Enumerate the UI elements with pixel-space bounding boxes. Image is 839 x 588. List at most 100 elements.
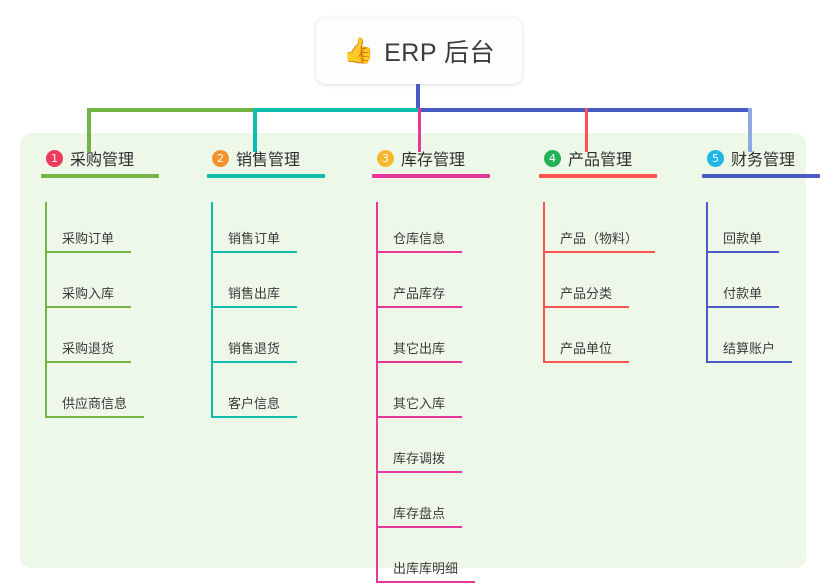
branch-item[interactable]: 库存调拨 [359,422,465,477]
branch-number-badge: 4 [544,149,561,167]
branch-item[interactable]: 产品库存 [359,257,465,312]
branch-item-label: 销售退货 [228,341,281,356]
branch-items: 仓库信息产品库存其它出库其它入库库存调拨库存盘点出库库明细 [359,202,475,587]
branch-item[interactable]: 供应商信息 [28,367,144,422]
branch-item[interactable]: 回款单 [689,202,795,257]
branch-item-label: 销售出库 [228,286,281,301]
branch-column-4: 4 产品管理产品（物料） 产品分类产品单位 [526,146,657,367]
branch-item[interactable]: 销售订单 [194,202,300,257]
branch-item-label: 付款单 [723,286,763,301]
bar-segment-green [87,108,253,112]
branch-item-label: 结算账户 [723,341,776,356]
branch-item[interactable]: 其它入库 [359,367,465,422]
branch-header-1[interactable]: 1 采购管理 [28,146,159,178]
branch-item-rule [211,416,297,418]
branch-item[interactable]: 仓库信息 [359,202,465,257]
branch-column-2: 2 销售管理销售订单销售出库销售退货客户信息 [194,146,325,422]
branch-item-label: 其它出库 [393,341,446,356]
branch-drop-3 [418,108,421,152]
branch-item[interactable]: 销售退货 [194,312,300,367]
branch-drop-2 [253,108,257,152]
branch-title: 产品管理 [568,152,633,169]
branch-item-label: 产品单位 [560,341,613,356]
branch-title: 财务管理 [731,152,796,169]
branch-header-rule [702,174,820,178]
branch-item-rule [543,306,629,308]
branch-item-rule [706,306,779,308]
branch-header-2[interactable]: 2 销售管理 [194,146,325,178]
branch-item-label: 出库库明细 [393,561,459,576]
branch-column-5: 5 财务管理回款单付款单结算账户 [689,146,820,367]
branches-panel [20,133,806,568]
branch-spine [706,202,708,363]
branch-item-label: 库存盘点 [393,506,446,521]
branch-number-badge: 1 [46,149,63,167]
branch-item-rule [543,361,629,363]
branch-spine [45,202,47,418]
branch-item-label: 采购订单 [62,231,115,246]
branch-item-label: 客户信息 [228,396,281,411]
bar-segment-teal [253,108,418,112]
branch-item[interactable]: 结算账户 [689,312,795,367]
branch-header-3[interactable]: 3 库存管理 [359,146,490,178]
branch-item-rule [211,251,297,253]
branch-title: 库存管理 [401,152,466,169]
branch-item-label: 产品（物料） [560,231,639,246]
branch-title: 销售管理 [236,152,301,169]
branch-title: 采购管理 [70,152,135,169]
branch-header-4[interactable]: 4 产品管理 [526,146,657,178]
branch-item-rule [376,526,462,528]
branch-item-rule [45,416,144,418]
branch-item-rule [376,306,462,308]
branch-drop-1 [87,108,91,152]
branch-header-5[interactable]: 5 财务管理 [689,146,820,178]
branch-item[interactable]: 采购退货 [28,312,134,367]
branch-item[interactable]: 采购入库 [28,257,134,312]
branch-item[interactable]: 库存盘点 [359,477,465,532]
thumbs-up-icon: 👍 [342,36,375,65]
branch-header-rule [539,174,657,178]
branch-item-rule [706,251,779,253]
branch-item[interactable]: 产品分类 [526,257,632,312]
branch-item[interactable]: 出库库明细 [359,532,475,587]
branch-header-rule [41,174,159,178]
branch-number-badge: 3 [377,149,394,167]
branch-drop-5 [748,108,752,152]
branch-item-label: 采购退货 [62,341,115,356]
branch-item[interactable]: 采购订单 [28,202,134,257]
branch-item-label: 产品库存 [393,286,446,301]
branch-item[interactable]: 其它出库 [359,312,465,367]
branch-item-label: 库存调拨 [393,451,446,466]
branch-item-label: 回款单 [723,231,763,246]
branch-item-label: 采购入库 [62,286,115,301]
branch-item[interactable]: 销售出库 [194,257,300,312]
branch-item-rule [376,581,475,583]
branch-items: 销售订单销售出库销售退货客户信息 [194,202,300,422]
branch-spine [543,202,545,363]
branch-number-badge: 5 [707,149,724,167]
branch-item[interactable]: 产品（物料） [526,202,655,257]
branch-item-rule [45,306,131,308]
branch-item-rule [376,416,462,418]
root-node-card[interactable]: 👍 ERP 后台 [316,18,522,84]
branch-item[interactable]: 产品单位 [526,312,632,367]
branch-items: 采购订单采购入库采购退货供应商信息 [28,202,144,422]
branch-item-rule [706,361,792,363]
branch-item-rule [45,251,131,253]
branch-number-badge: 2 [212,149,229,167]
branch-column-1: 1 采购管理采购订单采购入库采购退货供应商信息 [28,146,159,422]
branch-item-rule [376,251,462,253]
branch-item-rule [211,361,297,363]
branch-item-rule [376,471,462,473]
branch-items: 产品（物料） 产品分类产品单位 [526,202,655,367]
branch-item-label: 其它入库 [393,396,446,411]
branch-item-label: 产品分类 [560,286,613,301]
branch-item-rule [376,361,462,363]
branch-item[interactable]: 客户信息 [194,367,300,422]
branch-item-label: 仓库信息 [393,231,446,246]
branch-item-label: 销售订单 [228,231,281,246]
branch-item[interactable]: 付款单 [689,257,795,312]
root-title: ERP 后台 [384,39,496,67]
branch-column-3: 3 库存管理仓库信息产品库存其它出库其它入库库存调拨库存盘点出库库明细 [359,146,490,587]
